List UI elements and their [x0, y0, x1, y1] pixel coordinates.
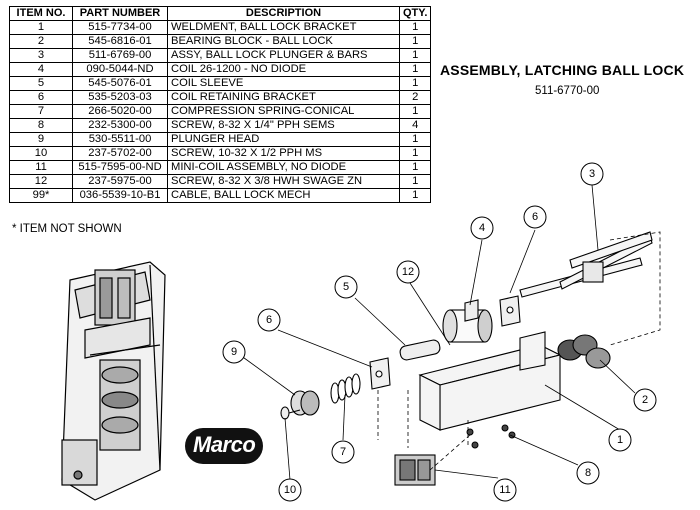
svg-text:11: 11 [499, 484, 510, 496]
callout-7: 7 [331, 440, 355, 464]
bearing-block [557, 334, 611, 369]
svg-text:5: 5 [343, 281, 349, 293]
callout-8: 8 [576, 461, 600, 485]
callout-1: 1 [608, 428, 632, 452]
svg-text:10: 10 [284, 484, 296, 496]
svg-text:6: 6 [532, 211, 538, 223]
assembly-number: 511-6770-00 [535, 85, 600, 97]
description-cell: SCREW, 8-32 X 3/8 HWH SWAGE ZN [167, 174, 400, 189]
plunger-and-bars [519, 231, 653, 298]
table-header-row: ITEM NO. PART NUMBER DESCRIPTION QTY. [9, 6, 432, 21]
callout-6-left: 6 [257, 308, 281, 332]
callout-6-right: 6 [523, 205, 547, 229]
bracket-weldment [418, 331, 562, 431]
callouts: 1 2 3 4 5 6 6 7 8 9 10 11 12 [222, 162, 657, 502]
callout-4: 4 [470, 216, 494, 240]
footnote: * ITEM NOT SHOWN [12, 223, 122, 235]
coil-sleeve [399, 339, 441, 361]
svg-text:2: 2 [642, 394, 648, 406]
header-item-no: ITEM NO. [9, 6, 73, 21]
svg-text:6: 6 [266, 314, 272, 326]
svg-text:4: 4 [479, 222, 485, 234]
description-cell: BEARING BLOCK - BALL LOCK [167, 34, 400, 49]
parts-table: ITEM NO. PART NUMBER DESCRIPTION QTY. 1 5… [9, 6, 432, 203]
part-number-cell: 090-5044-ND [72, 62, 168, 77]
description-cell: WELDMENT, BALL LOCK BRACKET [167, 20, 400, 35]
qty-cell: 1 [398, 188, 432, 203]
callout-10: 10 [278, 478, 302, 502]
retaining-brackets [369, 295, 521, 390]
header-part-number: PART NUMBER [72, 6, 168, 21]
svg-text:12: 12 [402, 266, 414, 278]
part-number-cell: 036-5539-10-B1 [72, 188, 168, 203]
description-cell: COIL RETAINING BRACKET [167, 90, 400, 105]
alignment-lines [377, 231, 661, 471]
leader-lines [239, 184, 636, 481]
mini-coil-assembly [394, 454, 436, 486]
part-number-cell: 511-6769-00 [72, 48, 168, 63]
description-cell: COMPRESSION SPRING-CONICAL [167, 104, 400, 119]
part-number-cell: 237-5702-00 [72, 146, 168, 161]
svg-text:9: 9 [231, 346, 237, 358]
coil [442, 299, 493, 343]
spring [330, 373, 361, 404]
callout-5: 5 [334, 275, 358, 299]
plunger-head [290, 390, 320, 416]
callout-2: 2 [633, 388, 657, 412]
description-cell: CABLE, BALL LOCK MECH [167, 188, 400, 203]
svg-text:3: 3 [589, 168, 595, 180]
part-number-cell: 232-5300-00 [72, 118, 168, 133]
svg-text:1: 1 [617, 434, 623, 446]
callout-12: 12 [396, 260, 420, 284]
marco-logo: Marco [185, 428, 264, 464]
callout-11: 11 [493, 478, 517, 502]
part-number-cell: 545-6816-01 [72, 34, 168, 49]
description-cell: SCREW, 10-32 X 1/2 PPH MS [167, 146, 400, 161]
svg-text:7: 7 [340, 446, 346, 458]
page-title: ASSEMBLY, LATCHING BALL LOCK [440, 62, 685, 78]
header-description: DESCRIPTION [167, 6, 400, 21]
sems-screws [466, 424, 516, 449]
callout-9: 9 [222, 340, 246, 364]
callout-3: 3 [580, 162, 604, 186]
assembled-unit-illustration [61, 261, 166, 501]
svg-text:8: 8 [585, 467, 591, 479]
